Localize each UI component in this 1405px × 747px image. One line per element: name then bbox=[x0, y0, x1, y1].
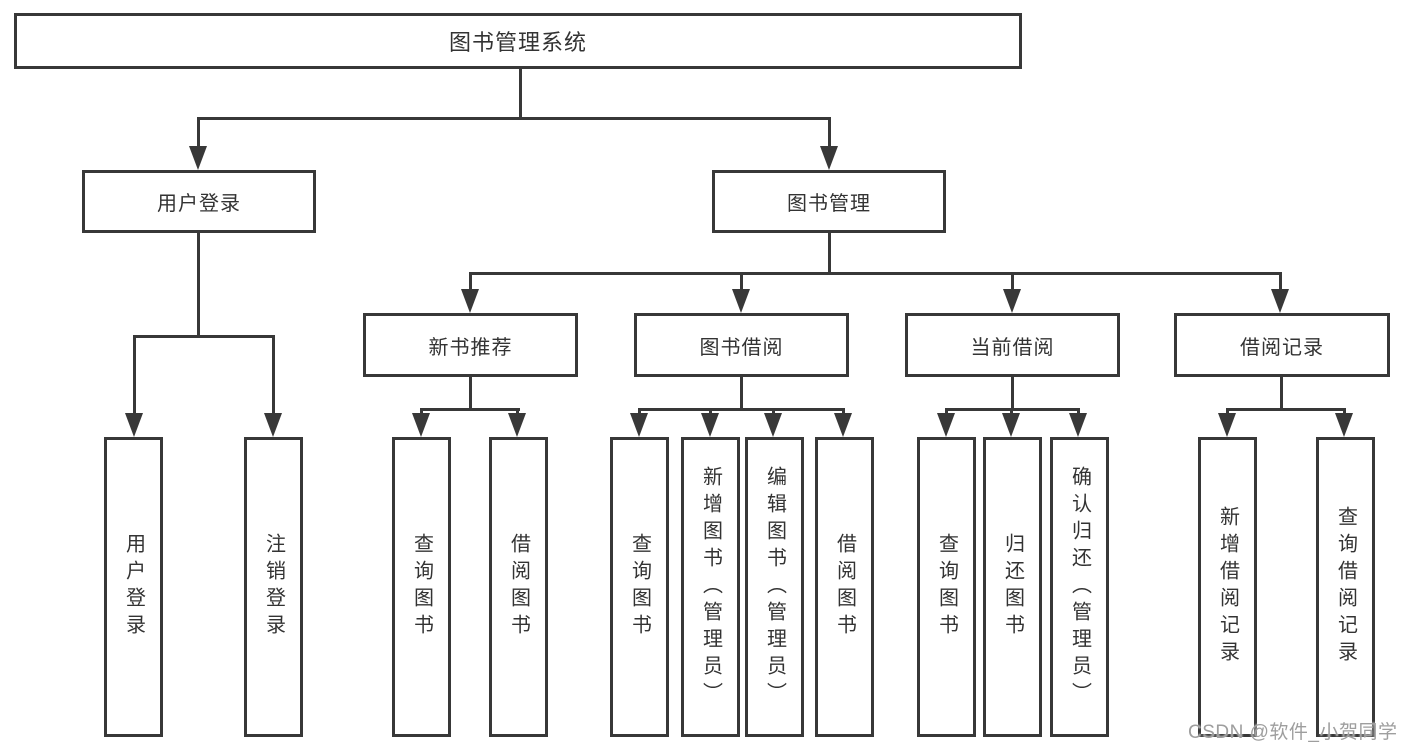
connector-drop-book-management bbox=[828, 117, 831, 153]
leaf-edit-books-admin: 编辑图书（管理员） bbox=[745, 437, 804, 737]
node-book-borrowing: 图书借阅 bbox=[634, 313, 849, 377]
leaf-borrow-books: 借阅图书 bbox=[815, 437, 874, 737]
arrowhead-down-icon bbox=[508, 413, 526, 437]
node-label: 图书借阅 bbox=[699, 336, 784, 359]
node-label: 当前借阅 bbox=[970, 336, 1055, 359]
arrowhead-down-icon bbox=[125, 413, 143, 437]
leaf-label: 归还图书 bbox=[1001, 533, 1024, 641]
arrowhead-down-icon bbox=[1335, 413, 1353, 437]
arrowhead-down-icon bbox=[630, 413, 648, 437]
connector-current-borrow-stem bbox=[1011, 377, 1014, 408]
connector-root-branch bbox=[197, 117, 831, 120]
connector-drop-module bbox=[1279, 272, 1282, 294]
leaf-label: 编辑图书（管理员） bbox=[763, 465, 786, 709]
connector-borrow-records-branch bbox=[1226, 408, 1346, 411]
arrowhead-down-icon bbox=[189, 146, 207, 170]
leaf-add-books-admin: 新增图书（管理员） bbox=[681, 437, 740, 737]
leaf-query-books: 查询图书 bbox=[610, 437, 669, 737]
arrowhead-down-icon bbox=[1003, 289, 1021, 313]
connector-user-login-stem bbox=[197, 233, 200, 335]
node-label: 用户登录 bbox=[157, 193, 241, 215]
arrowhead-down-icon bbox=[412, 413, 430, 437]
node-borrowing-records: 借阅记录 bbox=[1174, 313, 1390, 377]
leaf-label: 查询图书 bbox=[628, 533, 651, 641]
leaf-confirm-return-admin: 确认归还（管理员） bbox=[1050, 437, 1109, 737]
arrowhead-down-icon bbox=[1002, 413, 1020, 437]
node-book-management: 图书管理 bbox=[712, 170, 946, 233]
connector-drop-module bbox=[1011, 272, 1014, 294]
connector-drop-module bbox=[469, 272, 472, 294]
csdn-watermark: CSDN @软件_小贺同学 bbox=[1188, 722, 1398, 743]
connector-drop-user-login bbox=[197, 117, 200, 153]
connector-drop-leaf bbox=[133, 335, 136, 417]
leaf-label: 确认归还（管理员） bbox=[1068, 465, 1091, 709]
node-label: 借阅记录 bbox=[1240, 336, 1324, 359]
node-library-system: 图书管理系统 bbox=[14, 13, 1022, 69]
leaf-logout: 注销登录 bbox=[244, 437, 303, 737]
node-label: 图书管理 bbox=[787, 193, 871, 215]
leaf-add-borrow-record: 新增借阅记录 bbox=[1198, 437, 1257, 737]
leaf-query-books: 查询图书 bbox=[917, 437, 976, 737]
arrowhead-down-icon bbox=[1069, 413, 1087, 437]
leaf-return-books: 归还图书 bbox=[983, 437, 1042, 737]
connector-book-management-stem bbox=[828, 233, 831, 272]
connector-book-borrow-branch bbox=[638, 408, 845, 411]
leaf-query-books: 查询图书 bbox=[392, 437, 451, 737]
connector-drop-leaf bbox=[272, 335, 275, 417]
node-new-book-recommendation: 新书推荐 bbox=[363, 313, 578, 377]
arrowhead-down-icon bbox=[264, 413, 282, 437]
arrowhead-down-icon bbox=[701, 413, 719, 437]
connector-new-book-stem bbox=[469, 377, 472, 408]
leaf-label: 查询借阅记录 bbox=[1334, 506, 1357, 668]
arrowhead-down-icon bbox=[732, 289, 750, 313]
arrowhead-down-icon bbox=[834, 413, 852, 437]
leaf-label: 新增图书（管理员） bbox=[699, 465, 722, 709]
leaf-label: 借阅图书 bbox=[833, 533, 856, 641]
node-user-login: 用户登录 bbox=[82, 170, 316, 233]
arrowhead-down-icon bbox=[1271, 289, 1289, 313]
arrowhead-down-icon bbox=[820, 146, 838, 170]
connector-user-login-branch bbox=[133, 335, 275, 338]
leaf-label: 借阅图书 bbox=[507, 533, 530, 641]
arrowhead-down-icon bbox=[1218, 413, 1236, 437]
connector-book-borrow-stem bbox=[740, 377, 743, 408]
leaf-label: 查询图书 bbox=[935, 533, 958, 641]
connector-borrow-records-stem bbox=[1280, 377, 1283, 408]
connector-new-book-branch bbox=[420, 408, 520, 411]
leaf-borrow-books: 借阅图书 bbox=[489, 437, 548, 737]
connector-root-stem bbox=[519, 69, 522, 117]
node-label: 新书推荐 bbox=[428, 336, 513, 359]
leaf-label: 查询图书 bbox=[410, 533, 433, 641]
leaf-user-login: 用户登录 bbox=[104, 437, 163, 737]
leaf-label: 注销登录 bbox=[262, 533, 285, 641]
node-current-borrowing: 当前借阅 bbox=[905, 313, 1120, 377]
leaf-label: 用户登录 bbox=[122, 533, 145, 641]
leaf-label: 新增借阅记录 bbox=[1216, 506, 1239, 668]
connector-book-management-branch bbox=[469, 272, 1282, 275]
arrowhead-down-icon bbox=[764, 413, 782, 437]
arrowhead-down-icon bbox=[937, 413, 955, 437]
node-label: 图书管理系统 bbox=[448, 30, 587, 55]
arrowhead-down-icon bbox=[461, 289, 479, 313]
connector-drop-module bbox=[740, 272, 743, 294]
leaf-query-borrow-record: 查询借阅记录 bbox=[1316, 437, 1375, 737]
